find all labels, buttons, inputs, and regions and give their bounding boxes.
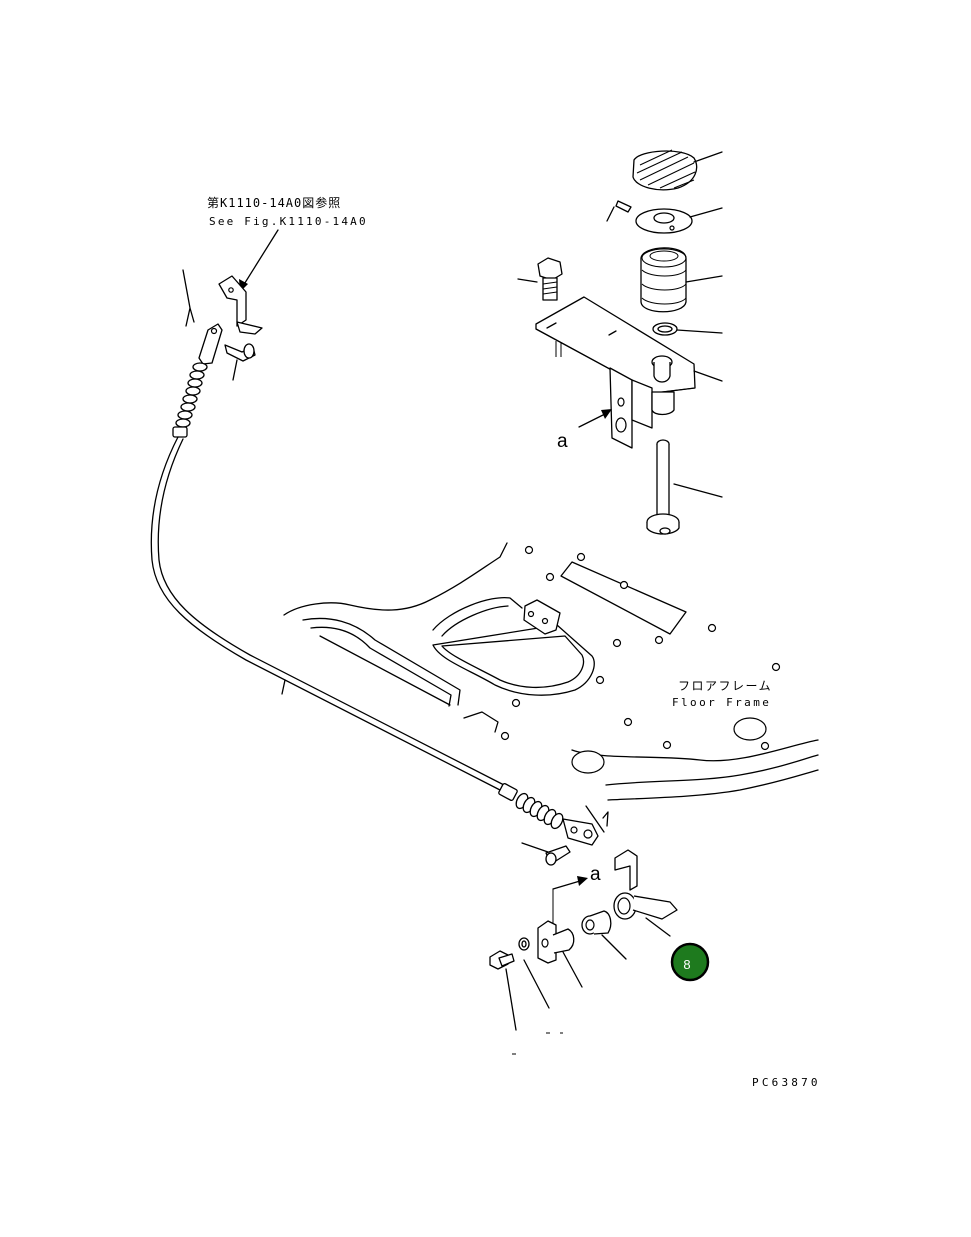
control-cable[interactable] <box>150 436 505 791</box>
pedal-pin-small[interactable] <box>606 200 632 222</box>
lever-arm[interactable] <box>613 849 678 937</box>
pedal-spring[interactable] <box>640 247 723 313</box>
cotter-pin-lower[interactable] <box>585 805 609 833</box>
pedal-shaft[interactable] <box>646 439 723 535</box>
fig-ref-jp: 第K1110-14A0図参照 <box>207 195 341 210</box>
fig-ref-en: See Fig.K1110-14A0 <box>209 215 368 228</box>
cable-thread-lower <box>498 783 564 830</box>
callout-number: 8 <box>683 957 690 972</box>
cable-thread-upper <box>172 362 208 438</box>
view-arrow-lower <box>552 876 588 925</box>
floor-frame-label-en: Floor Frame <box>672 696 771 709</box>
pedal-bracket-plate[interactable] <box>535 296 723 449</box>
view-marker-lower: a <box>590 864 601 885</box>
callout-bubble-8[interactable]: 8 <box>670 942 710 982</box>
ring-seal[interactable] <box>652 322 723 336</box>
pedal-washer[interactable] <box>635 207 723 234</box>
pin-lower[interactable] <box>521 842 571 866</box>
view-arrow-upper <box>578 409 612 428</box>
view-marker-upper: a <box>557 431 568 452</box>
cable-clevis-upper[interactable] <box>198 323 223 365</box>
cable-clevis-lower[interactable] <box>562 818 599 846</box>
cotter-pin-upper[interactable] <box>182 269 195 327</box>
fig-ref-arrow <box>239 229 279 292</box>
lever-bracket-pin[interactable] <box>537 920 583 988</box>
bracket-upper[interactable] <box>218 275 263 335</box>
floor-frame-label-jp: フロアフレーム <box>678 679 772 693</box>
floor-frame <box>283 542 819 801</box>
washer-lower[interactable] <box>518 937 550 1009</box>
pin-upper[interactable] <box>224 343 256 381</box>
bolt-lower[interactable] <box>489 950 517 1031</box>
bolt-upper[interactable] <box>517 257 563 301</box>
drawing-number: PC63870 <box>752 1076 821 1089</box>
lever-bushing[interactable] <box>581 910 627 960</box>
pedal-pad[interactable] <box>632 149 723 191</box>
